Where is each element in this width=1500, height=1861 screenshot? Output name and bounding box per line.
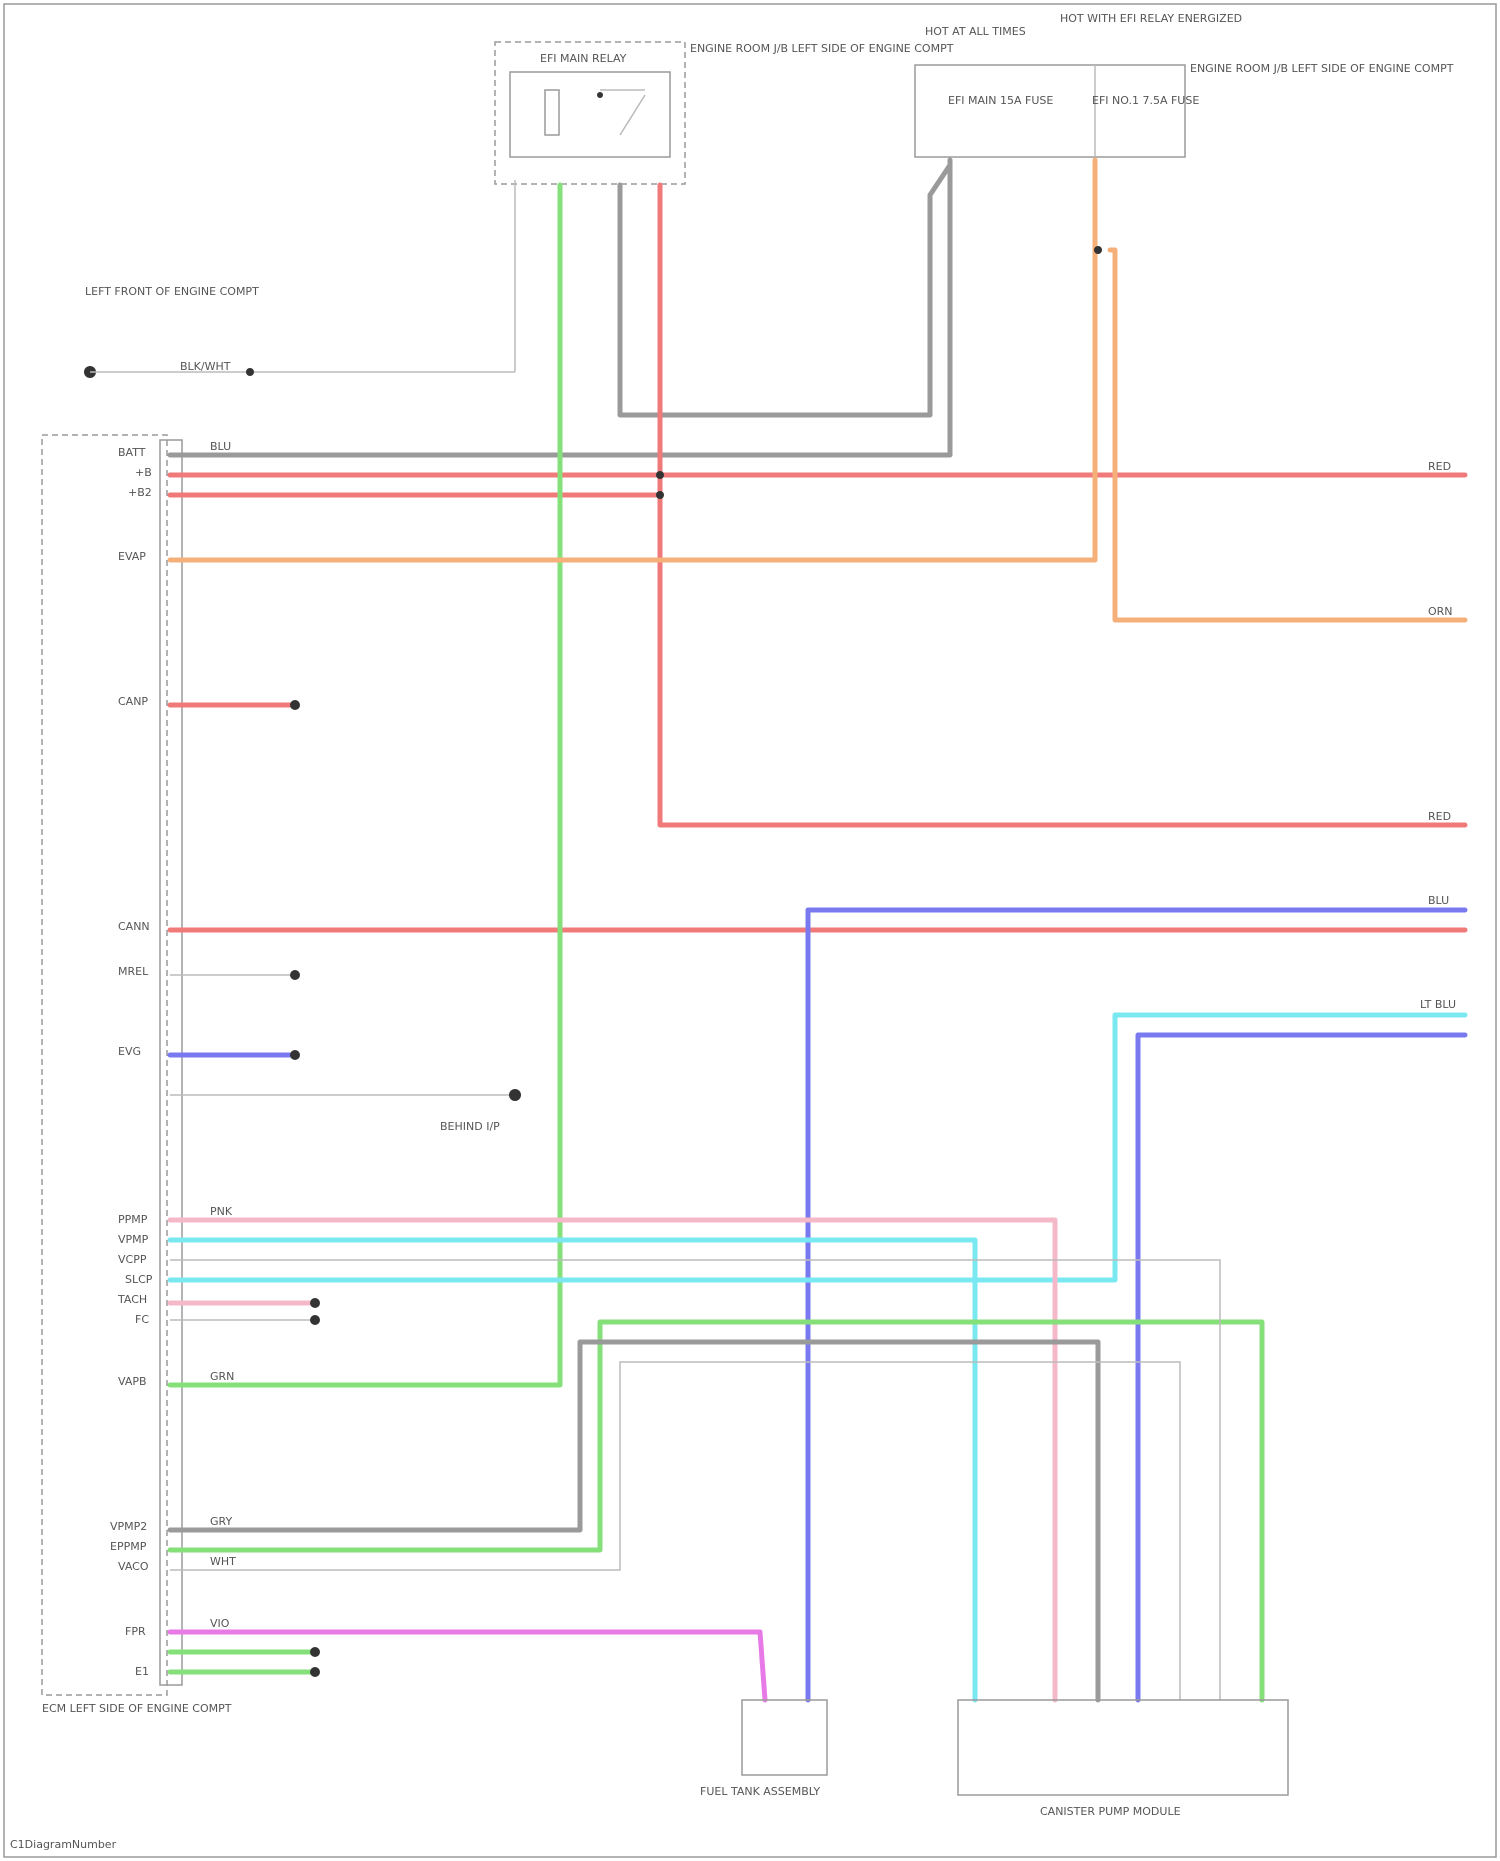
pin-label-fc: FC bbox=[135, 1313, 149, 1326]
tag-vio-left: VIO bbox=[210, 1617, 230, 1630]
relay-location: ENGINE ROOM J/B LEFT SIDE OF ENGINE COMP… bbox=[690, 42, 954, 55]
tag-blu: BLU bbox=[1428, 894, 1449, 907]
ground-mid-location: BEHIND I/P bbox=[440, 1120, 500, 1133]
pin-label-evap: EVAP bbox=[118, 550, 146, 563]
wire-red-main bbox=[660, 185, 1465, 825]
fuse-box-location: ENGINE ROOM J/B LEFT SIDE OF ENGINE COMP… bbox=[1190, 62, 1454, 75]
pin-label-vapb: VAPB bbox=[118, 1375, 147, 1388]
ecm-label: ECM LEFT SIDE OF ENGINE COMPT bbox=[42, 1702, 232, 1715]
pin-label-vcpp: VCPP bbox=[118, 1253, 147, 1266]
tag-red: RED bbox=[1428, 460, 1451, 473]
ground-top-left: LEFT FRONT OF ENGINE COMPT bbox=[84, 180, 515, 378]
wire-orange-right bbox=[1110, 250, 1465, 620]
wire-blue-canister bbox=[1138, 1035, 1465, 1700]
tag-orn: ORN bbox=[1428, 605, 1453, 618]
tag-blu-left: BLU bbox=[210, 440, 231, 453]
wire-gray-relay bbox=[620, 165, 950, 415]
wire-pink-1 bbox=[170, 1220, 1055, 1700]
pin-label-eppmp: EPPMP bbox=[110, 1540, 147, 1553]
pin-label-vaco: VACO bbox=[118, 1560, 149, 1573]
pin-label-b2: +B2 bbox=[128, 486, 152, 499]
wires bbox=[170, 160, 1465, 1700]
wire-tags: RED ORN RED BLU LT BLU BLU GRN GRY PNK W… bbox=[180, 360, 1456, 1630]
wire-orange-evap bbox=[170, 160, 1095, 560]
pin-label-evg: EVG bbox=[118, 1045, 141, 1058]
wire-gray-canister bbox=[170, 1342, 1098, 1700]
pin-label-batt: BATT bbox=[118, 446, 146, 459]
efi-main-relay: EFI MAIN RELAY ENGINE ROOM J/B LEFT SIDE… bbox=[495, 42, 954, 184]
tag-grn-left: GRN bbox=[210, 1370, 234, 1383]
pin-label-cann: CANN bbox=[118, 920, 150, 933]
tag-red-2: RED bbox=[1428, 810, 1451, 823]
canister-label: CANISTER PUMP MODULE bbox=[1040, 1805, 1181, 1818]
splices bbox=[290, 246, 1102, 1677]
tag-wht-left: WHT bbox=[210, 1555, 236, 1568]
tag-blkwht: BLK/WHT bbox=[180, 360, 231, 373]
pin-label-vpmp2: VPMP2 bbox=[110, 1520, 147, 1533]
fuse-1-label: EFI MAIN 15A FUSE bbox=[948, 94, 1053, 107]
fuse-box: HOT AT ALL TIMES HOT WITH EFI RELAY ENER… bbox=[915, 12, 1454, 157]
ground-mid: BEHIND I/P bbox=[440, 1120, 500, 1133]
ecm-pin-labels: BATT +B +B2 EVAP CANP CANN MREL EVG PPMP… bbox=[110, 446, 153, 1678]
pin-label-canp: CANP bbox=[118, 695, 148, 708]
relay-title: EFI MAIN RELAY bbox=[540, 52, 627, 65]
footer-id: C1DiagramNumber bbox=[10, 1838, 117, 1851]
pin-label-fpr: FPR bbox=[125, 1625, 146, 1638]
fuse-2-label: EFI NO.1 7.5A FUSE bbox=[1092, 94, 1199, 107]
fuel-pump-label: FUEL TANK ASSEMBLY bbox=[700, 1785, 820, 1798]
tag-gry-left: GRY bbox=[210, 1515, 232, 1528]
pin-label-b: +B bbox=[135, 466, 152, 479]
wire-magenta bbox=[170, 1632, 765, 1700]
canister-pump-module: CANISTER PUMP MODULE bbox=[958, 1700, 1288, 1818]
fuse-left-title: HOT AT ALL TIMES bbox=[925, 25, 1026, 38]
pin-label-vpmp: VPMP bbox=[118, 1233, 149, 1246]
fuse-right-title: HOT WITH EFI RELAY ENERGIZED bbox=[1060, 12, 1242, 25]
pin-label-tach: TACH bbox=[117, 1293, 147, 1306]
fuel-pump-module: FUEL TANK ASSEMBLY bbox=[700, 1700, 827, 1798]
pin-label-slcp: SLCP bbox=[125, 1273, 153, 1286]
ground-top-location: LEFT FRONT OF ENGINE COMPT bbox=[85, 285, 259, 298]
pin-label-mrel: MREL bbox=[118, 965, 149, 978]
tag-ltblu: LT BLU bbox=[1420, 998, 1456, 1011]
pin-label-ppmp: PPMP bbox=[118, 1213, 148, 1226]
pin-label-e1: E1 bbox=[135, 1665, 149, 1678]
tag-pnk-left: PNK bbox=[210, 1205, 233, 1218]
